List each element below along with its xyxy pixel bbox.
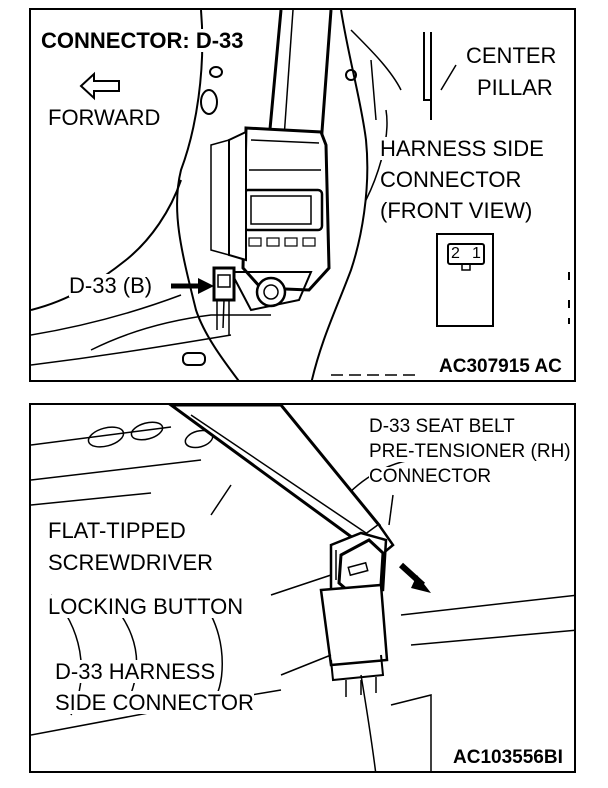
connector-location-figure: CONNECTOR: D-33 FORWARD CENTER PILLAR HA… — [29, 8, 576, 382]
pretensioner-label-line1: D-33 SEAT BELT — [369, 416, 515, 437]
connector-tag-label: D-33 (B) — [69, 273, 153, 298]
pretensioner-label-line2: PRE-TENSIONER (RH) — [369, 441, 571, 462]
pillar-line-art — [31, 10, 570, 380]
pin-2-label: 2 — [451, 245, 460, 262]
disconnect-procedure-figure: D-33 SEAT BELT PRE-TENSIONER (RH) CONNEC… — [29, 403, 576, 773]
figure-code-bottom: AC103556BI — [453, 747, 563, 768]
harness-side-label-line2: CONNECTOR — [380, 167, 522, 192]
connector-title: CONNECTOR: D-33 — [41, 28, 244, 53]
screwdriver-label-line2: SCREWDRIVER — [48, 550, 214, 575]
harness-side-label-line1: HARNESS SIDE — [380, 136, 544, 161]
pretensioner-label-line3: CONNECTOR — [369, 466, 492, 487]
harness-connector-label-line2: SIDE CONNECTOR — [55, 690, 254, 715]
center-pillar-label-line1: CENTER — [466, 43, 557, 68]
pretensioner-line-art — [31, 405, 574, 771]
locking-button-label: LOCKING BUTTON — [48, 594, 244, 619]
center-pillar-label-line2: PILLAR — [477, 75, 553, 100]
pin-1-label: 1 — [472, 245, 481, 262]
harness-side-label-line3: (FRONT VIEW) — [380, 198, 533, 223]
forward-label: FORWARD — [48, 105, 161, 130]
figure-code-top: AC307915 AC — [439, 356, 562, 377]
screwdriver-label-line1: FLAT-TIPPED — [48, 518, 186, 543]
harness-connector-label-line1: D-33 HARNESS — [55, 659, 216, 684]
